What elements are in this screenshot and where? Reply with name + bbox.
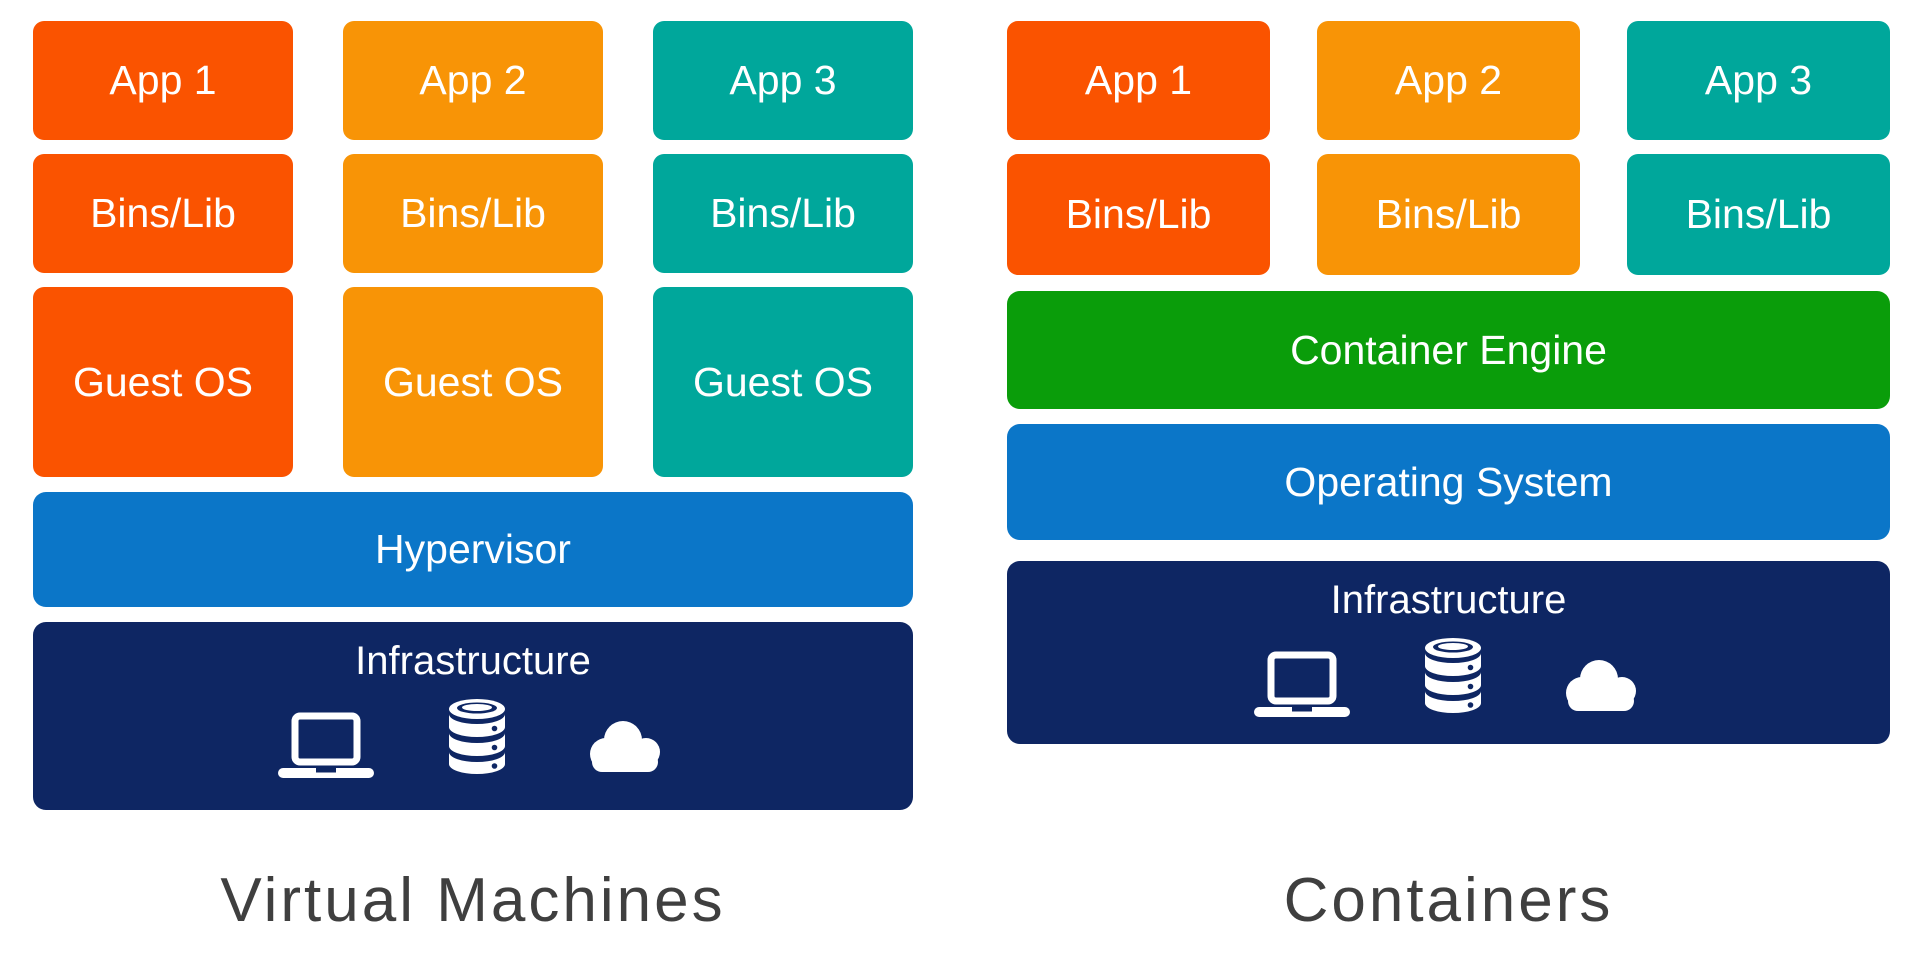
- vm-app1-box: App 1: [33, 21, 293, 140]
- vm-binslib2-label: Bins/Lib: [400, 190, 546, 236]
- vm-app1-label: App 1: [109, 57, 217, 103]
- vm-guestos3-label: Guest OS: [692, 358, 873, 405]
- vm-binslib2-box: Bins/Lib: [343, 154, 603, 273]
- vm-binslib1-label: Bins/Lib: [90, 190, 236, 236]
- vm-binslib1-box: Bins/Lib: [33, 154, 293, 273]
- vm-infrastructure-label: Infrastructure: [355, 639, 591, 683]
- vm-title-text: Virtual Machines: [220, 866, 726, 935]
- containers-binslib2-label: Bins/Lib: [1375, 191, 1522, 237]
- container-engine-bar: Container Engine: [1007, 291, 1890, 409]
- containers-binslib1-box: Bins/Lib: [1007, 154, 1270, 275]
- database-icon: [1424, 638, 1481, 713]
- vm-guestos2-box: Guest OS: [343, 287, 603, 477]
- vm-infrastructure-icons: [278, 698, 668, 778]
- containers-title: Containers: [1007, 866, 1890, 936]
- containers-binslib1-label: Bins/Lib: [1065, 191, 1212, 237]
- containers-binslib3-label: Bins/Lib: [1685, 191, 1832, 237]
- vm-hypervisor-label: Hypervisor: [375, 526, 571, 572]
- containers-infrastructure-bar: Infrastructure: [1007, 561, 1890, 744]
- containers-app2-box: App 2: [1317, 21, 1580, 140]
- vm-guestos3-box: Guest OS: [653, 287, 913, 477]
- containers-infrastructure-label: Infrastructure: [1330, 578, 1567, 622]
- operating-system-bar: Operating System: [1007, 424, 1890, 540]
- vm-app3-box: App 3: [653, 21, 913, 140]
- container-engine-label: Container Engine: [1290, 326, 1607, 373]
- laptop-icon: [1253, 651, 1350, 717]
- vm-app2-box: App 2: [343, 21, 603, 140]
- containers-app3-box: App 3: [1627, 21, 1890, 140]
- database-icon: [449, 699, 505, 774]
- containers-binslib3-box: Bins/Lib: [1627, 154, 1890, 275]
- containers-app1-box: App 1: [1007, 21, 1270, 140]
- containers-app3-label: App 3: [1704, 57, 1813, 103]
- containers-binslib2-box: Bins/Lib: [1317, 154, 1580, 275]
- laptop-icon: [278, 712, 374, 778]
- vm-app3-label: App 3: [729, 57, 837, 103]
- vm-binslib3-label: Bins/Lib: [710, 190, 856, 236]
- vm-binslib3-box: Bins/Lib: [653, 154, 913, 273]
- vm-guestos2-label: Guest OS: [382, 358, 563, 405]
- containers-title-text: Containers: [1283, 866, 1614, 935]
- vm-app2-label: App 2: [419, 57, 527, 103]
- vm-guestos1-box: Guest OS: [33, 287, 293, 477]
- cloud-icon: [590, 721, 660, 772]
- vm-guestos1-label: Guest OS: [72, 358, 253, 405]
- operating-system-label: Operating System: [1284, 458, 1613, 505]
- cloud-icon: [1565, 660, 1636, 711]
- containers-app1-label: App 1: [1084, 57, 1193, 103]
- containers-app2-label: App 2: [1394, 57, 1503, 103]
- containers-infrastructure-icons: [1253, 637, 1644, 717]
- vm-infrastructure-bar: Infrastructure: [33, 622, 913, 810]
- vm-hypervisor-bar: Hypervisor: [33, 492, 913, 607]
- vm-title: Virtual Machines: [33, 866, 913, 936]
